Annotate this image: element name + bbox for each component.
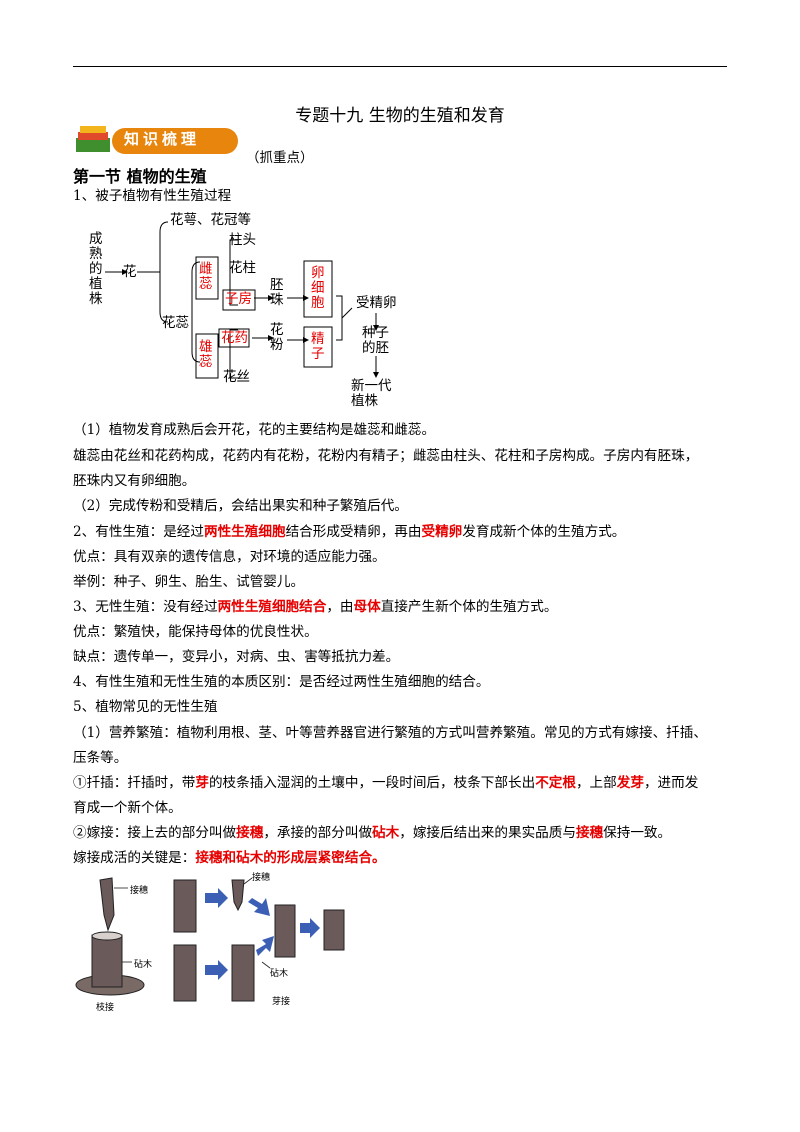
style-label: 花柱	[229, 260, 256, 276]
paragraph: 育成一个新个体。	[73, 800, 182, 816]
pollen-label: 花 粉	[270, 322, 284, 353]
bud-graft-caption: 芽接	[272, 997, 291, 1007]
pistil-label: 雌 蕊	[199, 261, 213, 292]
badge-label: 知识梳理	[124, 130, 201, 148]
arrow-icon	[205, 960, 228, 980]
arrow-icon	[256, 936, 274, 956]
paragraph: （1）营养繁殖：植物利用根、茎、叶等营养器官进行繁殖的方式叫营养繁殖。常见的方式…	[73, 725, 707, 741]
ovary-label: 子房	[225, 291, 252, 307]
paragraph: （2）完成传粉和受精后，会结出果实和种子繁殖后代。	[73, 498, 408, 514]
new-plant-label: 新一代 植株	[351, 378, 392, 409]
paragraph: 缺点：遗传单一，变异小，对病、虫、害等抵抗力差。	[73, 649, 400, 665]
paragraph: （1）植物发育成熟后会开花，花的主要结构是雄蕊和雌蕊。	[73, 422, 436, 438]
arrow-icon	[300, 918, 320, 938]
flower-label: 花	[123, 264, 137, 280]
arrow-icon	[205, 888, 228, 908]
paragraph: 5、植物常见的无性生殖	[73, 699, 218, 715]
paragraph: 嫁接成活的关键是：接穗和砧木的形成层紧密结合。	[73, 850, 386, 866]
flower-organs-label: 花蕊	[162, 315, 189, 331]
sepals-label: 花萼、花冠等	[170, 212, 251, 228]
stigma-label: 柱头	[229, 232, 256, 248]
ovule-label: 胚 珠	[270, 277, 284, 308]
paragraph: 3、无性生殖：没有经过两性生殖细胞结合，由母体直接产生新个体的生殖方式。	[73, 599, 558, 615]
scion-shape	[99, 877, 115, 932]
paragraph: ②嫁接：接上去的部分叫做接穗，承接的部分叫做砧木，嫁接后结出来的果实品质与接穗保…	[73, 825, 672, 841]
stock-caption-2: 砧木	[270, 969, 289, 979]
paragraph: 雄蕊由花丝和花药构成，花药内有花粉，花粉内有精子；雌蕊由柱头、花柱和子房构成。子…	[73, 448, 699, 464]
mature-plant-label: 成 熟 的 植 株	[89, 231, 103, 307]
paragraph: 胚珠内又有卵细胞。	[73, 473, 196, 489]
paragraph: 4、有性生殖和无性生殖的本质区别：是否经过两性生殖细胞的结合。	[73, 674, 490, 690]
page-title: 专题十九 生物的生殖和发育	[295, 106, 505, 126]
section-title: 第一节 植物的生殖	[73, 167, 207, 186]
paragraph: 压条等。	[73, 750, 128, 766]
paragraph: 优点：繁殖快，能保持母体的优良性状。	[73, 624, 318, 640]
diagram-caption: 1、被子植物有性生殖过程	[73, 188, 232, 204]
anther-label: 花药	[221, 330, 248, 346]
stock-caption: 砧木	[134, 960, 153, 970]
filament-label: 花丝	[223, 369, 250, 385]
scion-caption: 接穗	[130, 886, 149, 896]
seed-embryo-label: 种子 的胚	[362, 325, 389, 356]
arrow-icon	[248, 898, 270, 916]
paragraph: 举例：种子、卵生、胎生、试管婴儿。	[73, 574, 305, 590]
scion-caption-2: 接穗	[252, 873, 271, 883]
stamen-label: 雄 蕊	[199, 339, 213, 370]
fertilized-egg-label: 受精卵	[356, 295, 397, 311]
egg-cell-label: 卵 细 胞	[311, 265, 325, 311]
sperm-label: 精 子	[311, 331, 325, 362]
paragraph: ①扦插：扦插时，带芽的枝条插入湿润的土壤中，一段时间后，枝条下部长出不定根，上部…	[73, 775, 699, 791]
top-rule	[73, 66, 727, 67]
paragraph: 优点：具有双亲的遗传信息，对环境的适应能力强。	[73, 549, 386, 565]
paragraph: 2、有性生殖：是经过两性生殖细胞结合形成受精卵，再由受精卵发育成新个体的生殖方式…	[73, 524, 626, 540]
knowledge-badge	[76, 126, 238, 154]
branch-graft-caption: 枝接	[96, 1003, 115, 1013]
subnote: （抓重点）	[246, 150, 314, 166]
